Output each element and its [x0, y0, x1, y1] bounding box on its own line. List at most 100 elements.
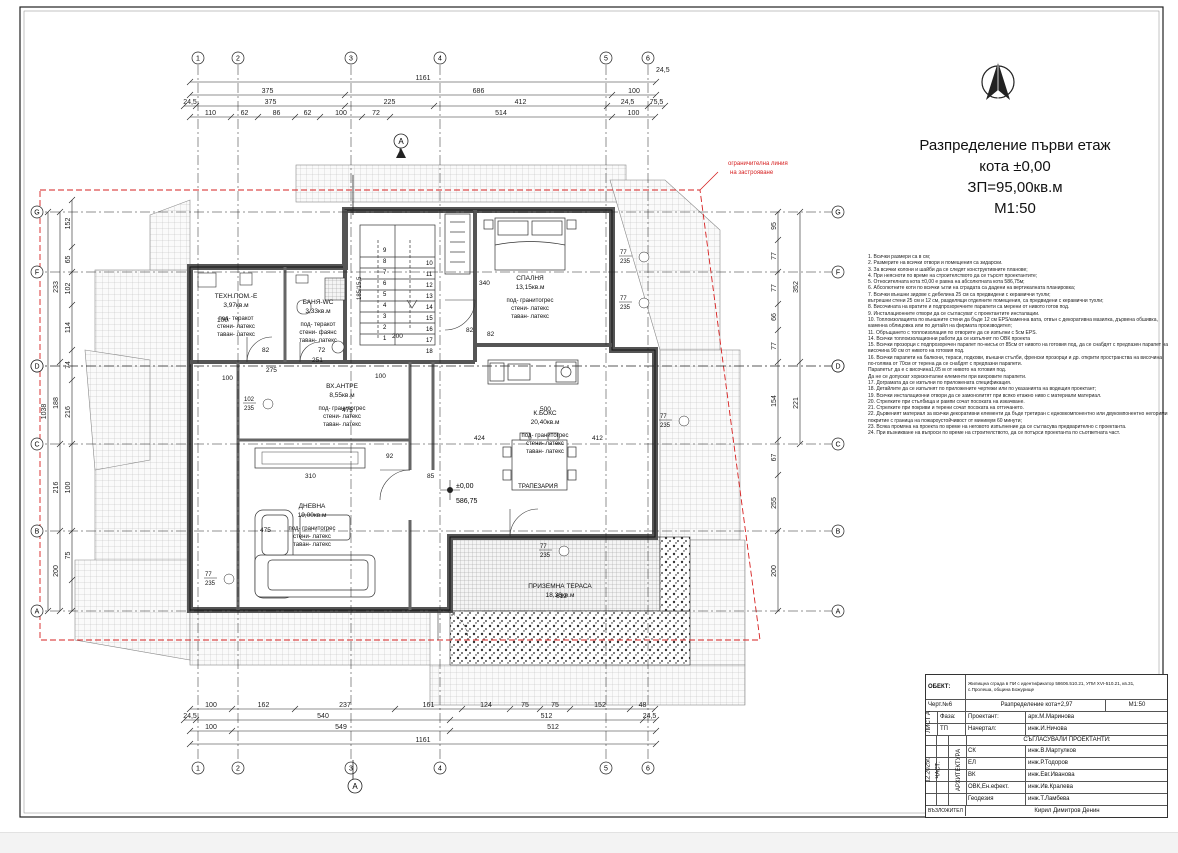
axis-bubble-label: 6 — [646, 766, 650, 773]
dim-bottom-row1-text: 75 — [521, 702, 529, 709]
window-height: 235 — [660, 423, 671, 429]
dim-left-inner-tick — [68, 243, 76, 251]
dim-top-row4-tick — [651, 113, 659, 121]
outer-frame — [19, 6, 1164, 818]
note-item: 20. Стрелките при стълбища и рампи сочат… — [868, 398, 1025, 405]
dim-left-inner-text: 152 — [65, 218, 72, 230]
level-mark-abs: 586,75 — [456, 498, 478, 505]
stamp-signer-name: инж.Ив.Кралева — [1028, 784, 1073, 790]
stamp-signer-part: ВК — [966, 769, 1026, 781]
dim-right-outer-tick — [774, 436, 782, 444]
dim-top-row3-text: 24,5 — [621, 99, 635, 106]
dim-bottom-row1-text: 48 — [639, 702, 647, 709]
axis-bubble — [30, 359, 44, 373]
dim-top-row2-tick — [186, 91, 194, 99]
building-line-label-1: ограничителна линия — [728, 161, 788, 167]
dim-left-inner-tick — [68, 346, 76, 354]
dim-left-inner-tick — [68, 576, 76, 584]
room-finish: под- гранитогрес — [521, 433, 568, 439]
stamp-drawing-title: Разпределение кота+2,97 — [966, 699, 1106, 711]
dim-right-outer-tick — [774, 607, 782, 615]
axis-bubble — [30, 604, 44, 618]
dim-bottom-row1-tick — [651, 705, 659, 713]
window-tag-icon — [638, 297, 650, 309]
gravel-strip-side — [659, 536, 691, 612]
room-name: К.БОКС — [533, 410, 557, 417]
stair-step-number: 9 — [383, 248, 387, 254]
dim-top-row3-tick — [644, 102, 652, 110]
axis-bubble — [433, 761, 447, 775]
room-dim-bath-w: 251 — [312, 357, 323, 364]
window-tag-icon — [678, 415, 690, 427]
dim-left-mid-tick — [56, 358, 64, 366]
dim-left-mid-text: 216 — [53, 482, 60, 494]
dim-right-main-tick — [796, 440, 804, 448]
dim-bottom-row1-tick — [536, 705, 544, 713]
room-area: 13,15кв.м — [516, 284, 545, 291]
dim-left-inner-text: 114 — [65, 322, 72, 333]
room-finish: под- теракот — [219, 316, 254, 322]
dim-top-row4-tick — [316, 113, 324, 121]
axis-bubble-label: 5 — [604, 766, 608, 773]
room-finish: таван- латекс — [323, 422, 361, 428]
room-dim-tech-w: 100 — [217, 317, 228, 324]
room-dim-entry-w: 475 — [342, 407, 353, 414]
dim-top-overall-text: 1161 — [415, 75, 430, 82]
dim-bottom-row1-tick — [566, 705, 574, 713]
stamp-drafter-value: инж.И.Ничова — [1028, 726, 1067, 732]
dim-top-row4-text: 100 — [335, 110, 347, 117]
window-width: 77 — [660, 414, 667, 420]
axis-bubble-label: 4 — [438, 766, 442, 773]
axis-bubble-label: F — [836, 270, 840, 277]
note-item: 16. Всички парапети на балкони, тераси, … — [868, 354, 1163, 368]
room-dim-kitchen-h: 424 — [474, 435, 485, 442]
note-item: вътрешни стени 25 см и 12 см, разделящи … — [868, 298, 1104, 305]
sofa — [254, 509, 376, 599]
dim-right-outer-tick — [774, 527, 782, 535]
note-item: 22. Дървеният материал за всички декорат… — [868, 411, 1168, 424]
dim-bottom-row2-tick — [446, 716, 454, 724]
stair-step-number: 16 — [426, 327, 433, 333]
axis-bubble-label: 1 — [196, 56, 200, 63]
dim-bottom-row1-tick — [228, 705, 236, 713]
dim-left-inner-text: 74 — [65, 361, 72, 369]
stair-step-number: 18 — [426, 349, 433, 355]
dim-top-row4-tick — [358, 113, 366, 121]
dim-bottom-row2-text: 24,5 — [643, 713, 657, 720]
dim-top-row2-text: 100 — [628, 88, 640, 95]
sheet-level: кота ±0,00 — [979, 158, 1051, 175]
stair-step-number: 7 — [383, 270, 387, 276]
stamp-designer-value: арх.М.Маринова — [1028, 714, 1075, 720]
dim-bottom-row3-tick — [186, 727, 194, 735]
room-finish: таван- латекс — [526, 449, 564, 455]
axis-bubble-label: A — [35, 609, 40, 616]
axis-bubble-label: C — [34, 442, 39, 449]
room-area: 19,00кв.м — [298, 512, 327, 519]
axis-bubble — [831, 205, 845, 219]
room-finish: стени- фаянс — [299, 330, 336, 336]
stamp-agreed-heading: СЪГЛАСУВАЛИ ПРОЕКТАНТИ: — [1023, 737, 1111, 743]
dim-bottom-row1-text: 75 — [551, 702, 559, 709]
stair-step-number: 10 — [426, 261, 433, 267]
dim-right-main-text: 352 — [793, 281, 800, 293]
axis-bubble — [641, 761, 655, 775]
window-tag-icon — [262, 398, 274, 410]
axis-bubble-label: 4 — [438, 56, 442, 63]
dim-left-mid-tick — [56, 208, 64, 216]
room-dim-bed-h: 340 — [479, 280, 490, 287]
title-stamp: ОБЕКТ: Жилищна сграда в ПИ с идентификат… — [925, 674, 1168, 818]
dim-right-outer-tick — [774, 358, 782, 366]
inner-frame — [23, 10, 1160, 814]
note-item: 21. Стрелките при покриви и терени сочат… — [868, 405, 1024, 412]
stamp-signer-part: ОВК,Ен.ефект. — [966, 781, 1026, 793]
stamp-signer-part: Геодезия — [966, 793, 1026, 805]
axis-bubble-label: D — [34, 364, 39, 371]
dim-top-row3-tick — [341, 102, 349, 110]
axis-bubble-label: 2 — [236, 766, 240, 773]
dim-bottom-overall-text: 1161 — [415, 737, 430, 744]
dim-top-row2-tick — [652, 91, 660, 99]
axis-bubble — [831, 359, 845, 373]
stamp-part-value: АРХИТЕКТУРА — [956, 748, 963, 792]
note-item: 11. Обръщането с топлоизолация по отвори… — [868, 329, 1037, 336]
dim-top-row4-tick — [186, 113, 194, 121]
